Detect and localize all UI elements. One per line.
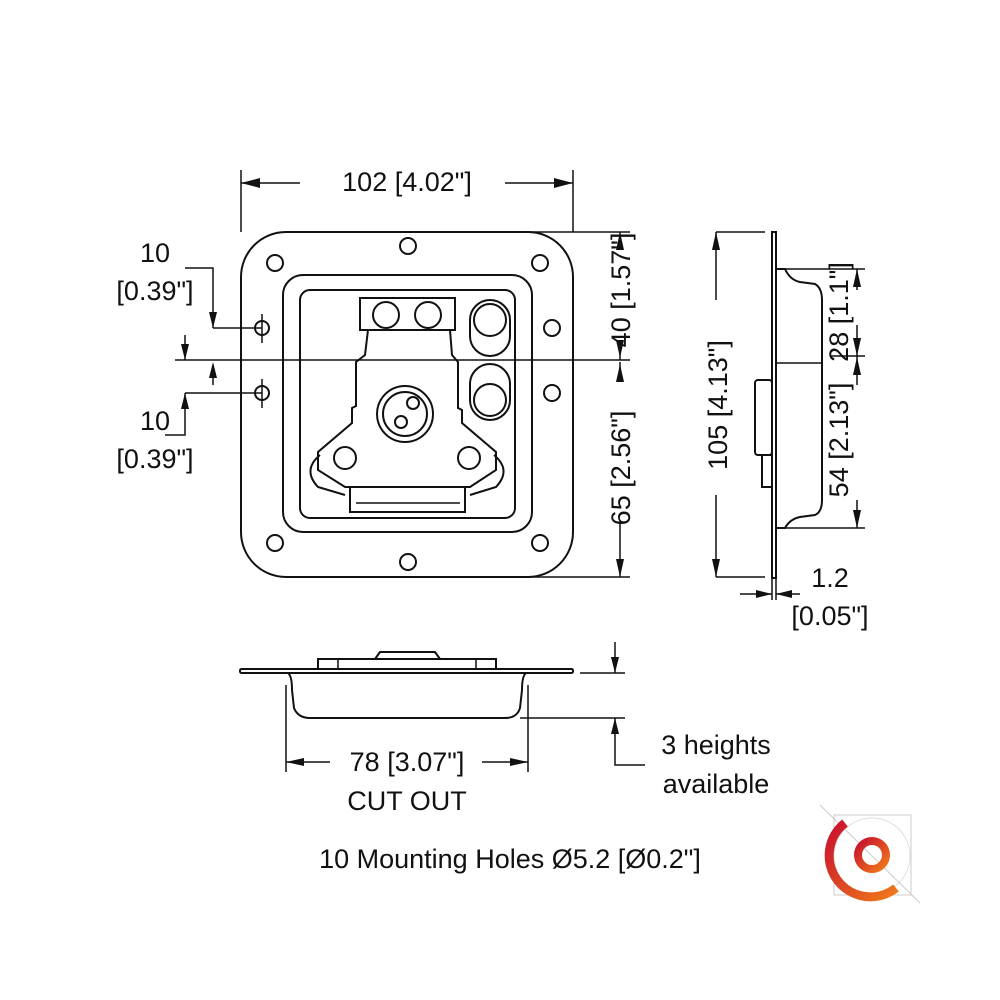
offset-top-inch: [0.39"] xyxy=(116,276,193,306)
thickness-value: 1.2 xyxy=(811,563,849,593)
width-dimension: 102 [4.02"] xyxy=(240,167,574,232)
front-height-dimensions: 40 [1.57"] 65 [2.56"] xyxy=(520,231,636,578)
lower-height-label: 65 [2.56"] xyxy=(606,411,636,526)
front-view xyxy=(175,231,630,578)
brand-logo xyxy=(819,804,921,904)
hole-offset-dimensions: 10 [0.39"] 10 [0.39"] xyxy=(116,238,262,474)
mounting-holes-note: 10 Mounting Holes Ø5.2 [Ø0.2"] xyxy=(319,844,701,874)
cutout-dimension-label: 78 [3.07"] xyxy=(350,747,465,777)
offset-bottom-value: 10 xyxy=(140,406,170,436)
pan-upper-label: 28 [1.1"] xyxy=(824,262,854,362)
pan-lower-label: 54 [2.13"] xyxy=(824,383,854,498)
side-view: 105 [4.13"] 28 [1.1"] 54 [2.13"] 1.2 [0.… xyxy=(703,231,869,631)
offset-top-value: 10 xyxy=(140,238,170,268)
heights-note-line1: 3 heights xyxy=(661,730,771,760)
width-label: 102 [4.02"] xyxy=(342,167,472,197)
heights-note-line2: available xyxy=(663,769,770,799)
bottom-view: 78 [3.07"] CUT OUT 3 heights available xyxy=(239,642,771,816)
latch-mechanism xyxy=(309,297,511,513)
mounting-holes xyxy=(254,237,561,571)
offset-bottom-inch: [0.39"] xyxy=(116,444,193,474)
thickness-inch: [0.05"] xyxy=(791,601,868,631)
upper-height-label: 40 [1.57"] xyxy=(606,233,636,348)
cutout-label: CUT OUT xyxy=(347,786,467,816)
total-height-label: 105 [4.13"] xyxy=(703,340,733,470)
